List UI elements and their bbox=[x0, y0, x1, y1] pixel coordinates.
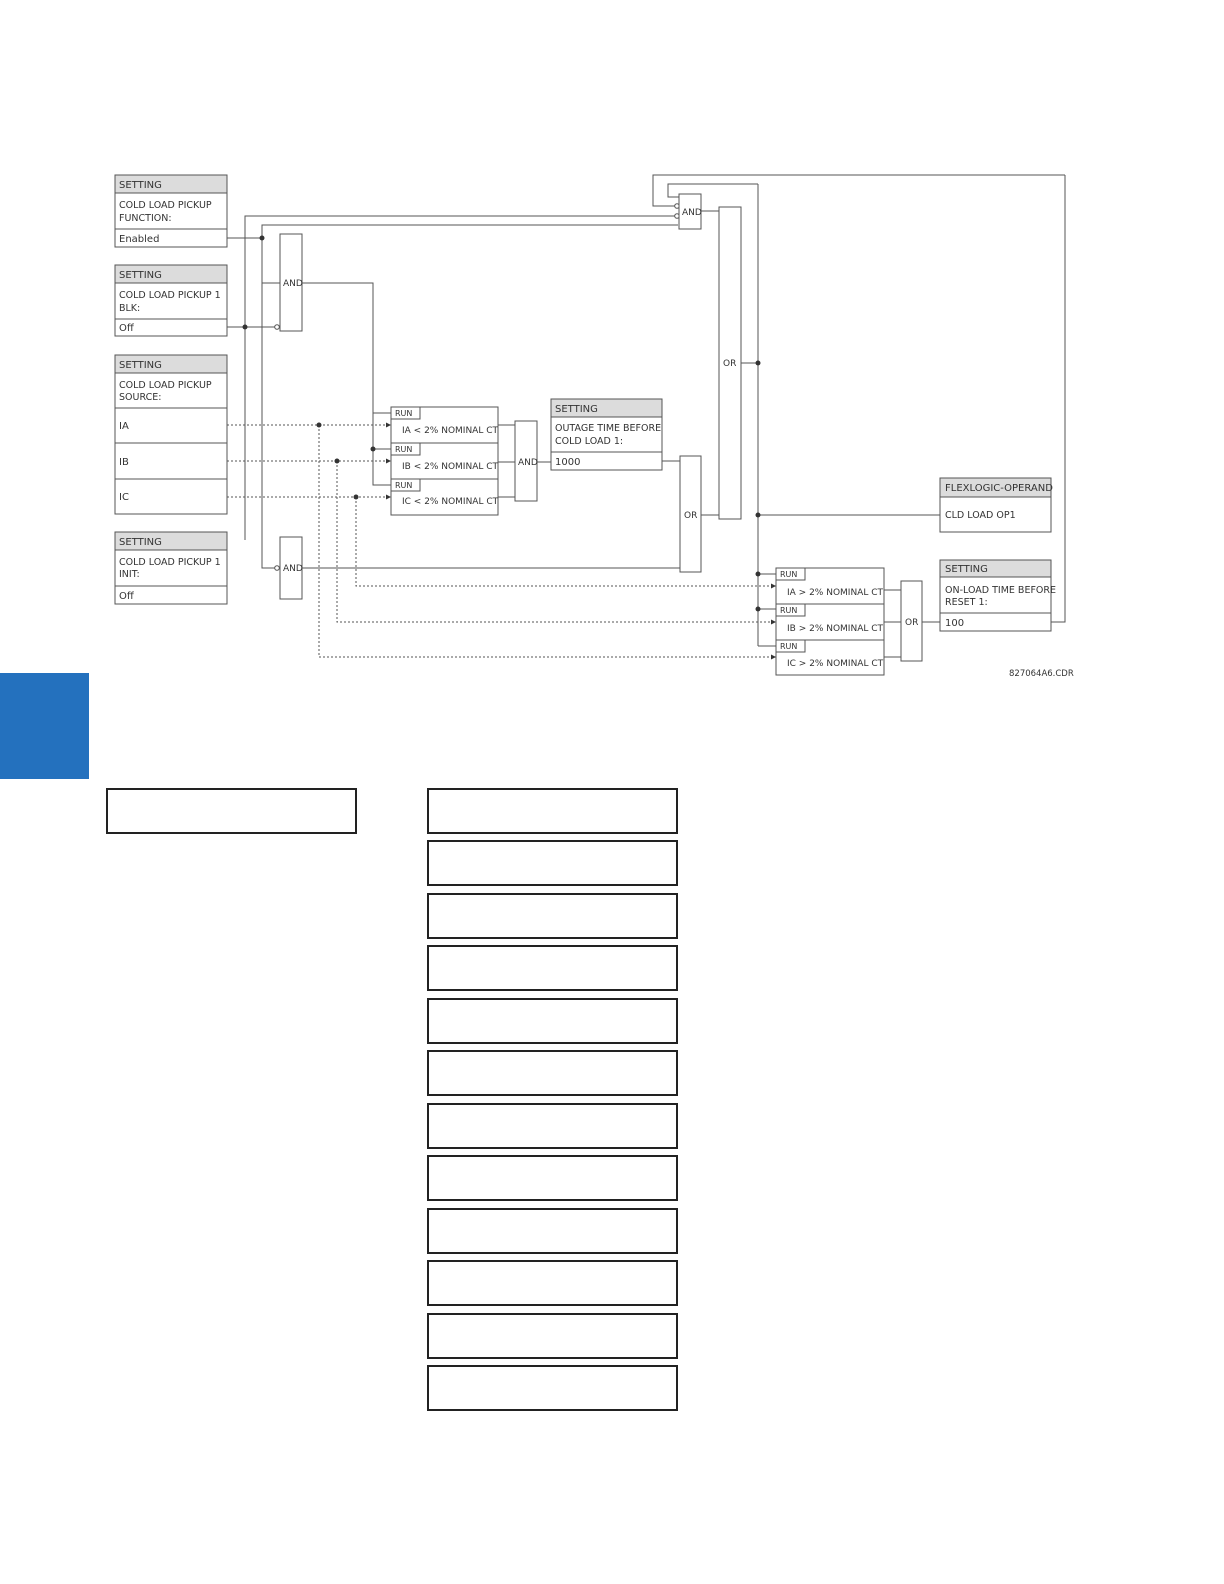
and-gate-init: AND bbox=[279, 536, 303, 600]
outline-box bbox=[427, 1365, 678, 1411]
setting-block-blk: SETTING COLD LOAD PICKUP 1 BLK: Off bbox=[114, 264, 228, 337]
comparator-label: IC > 2% NOMINAL CT bbox=[787, 659, 884, 669]
outline-box bbox=[427, 1050, 678, 1096]
gate-label: OR bbox=[905, 618, 918, 628]
outline-box bbox=[427, 1155, 678, 1201]
setting-header: SETTING bbox=[119, 270, 162, 281]
setting-name-line: RESET 1: bbox=[945, 597, 988, 608]
setting-name-line: OUTAGE TIME BEFORE bbox=[555, 423, 661, 434]
left-outline-box bbox=[106, 788, 357, 834]
outline-box bbox=[427, 840, 678, 886]
gate-label: OR bbox=[723, 359, 736, 369]
comparator-ia-low: RUN IA < 2% NOMINAL CT bbox=[390, 406, 499, 444]
comparator-ic-low: RUN IC < 2% NOMINAL CT bbox=[390, 478, 499, 516]
setting-header: SETTING bbox=[119, 180, 162, 191]
chapter-tab bbox=[0, 673, 89, 779]
drawing-id: 827064A6.CDR bbox=[1009, 669, 1074, 679]
comparator-ib-low: RUN IB < 2% NOMINAL CT bbox=[390, 442, 499, 480]
inversion-bubbles bbox=[274, 203, 680, 571]
logic-diagram: SETTING COLD LOAD PICKUP FUNCTION: Enabl… bbox=[114, 174, 1074, 679]
gate-label: AND bbox=[518, 458, 538, 468]
outline-box bbox=[427, 1313, 678, 1359]
setting-block-init: SETTING COLD LOAD PICKUP 1 INIT: Off bbox=[114, 531, 228, 605]
setting-value: Enabled bbox=[119, 234, 159, 245]
flexlogic-operand-block: FLEXLOGIC-OPERAND CLD LOAD OP1 bbox=[939, 477, 1053, 533]
run-label: RUN bbox=[780, 570, 797, 579]
dashed-wires bbox=[227, 424, 776, 658]
source-value-ib: IB bbox=[119, 457, 129, 468]
operand-value: CLD LOAD OP1 bbox=[945, 510, 1016, 521]
setting-name-line: FUNCTION: bbox=[119, 213, 172, 224]
setting-name-line: COLD LOAD PICKUP bbox=[119, 200, 212, 211]
setting-value: Off bbox=[119, 591, 135, 602]
setting-name-line: ON-LOAD TIME BEFORE bbox=[945, 585, 1056, 596]
comparator-ia-high: RUN IA > 2% NOMINAL CT bbox=[775, 567, 885, 605]
setting-block-outage-timer: SETTING OUTAGE TIME BEFORE COLD LOAD 1: … bbox=[550, 398, 663, 471]
setting-name-line: COLD LOAD PICKUP bbox=[119, 380, 212, 391]
outline-box bbox=[427, 945, 678, 991]
and-gate-top: AND bbox=[678, 193, 702, 230]
setting-header: SETTING bbox=[119, 537, 162, 548]
comparator-label: IB < 2% NOMINAL CT bbox=[402, 462, 499, 472]
comparator-label: IB > 2% NOMINAL CT bbox=[787, 624, 884, 634]
run-label: RUN bbox=[780, 642, 797, 651]
run-label: RUN bbox=[395, 445, 412, 454]
setting-name-line: COLD LOAD PICKUP 1 bbox=[119, 557, 221, 568]
gate-label: AND bbox=[283, 279, 303, 289]
arrowheads bbox=[386, 422, 776, 660]
outline-box bbox=[427, 1260, 678, 1306]
outline-box bbox=[427, 893, 678, 939]
setting-name-line: INIT: bbox=[119, 569, 140, 580]
setting-header: SETTING bbox=[555, 404, 598, 415]
comparator-label: IA > 2% NOMINAL CT bbox=[787, 588, 883, 598]
or-gate-main: OR bbox=[718, 206, 742, 520]
setting-block-onload-timer: SETTING ON-LOAD TIME BEFORE RESET 1: 100 bbox=[939, 559, 1056, 632]
outline-box bbox=[427, 1208, 678, 1254]
comparator-ib-high: RUN IB > 2% NOMINAL CT bbox=[775, 603, 885, 641]
source-value-ic: IC bbox=[119, 492, 129, 503]
outline-box bbox=[427, 1103, 678, 1149]
outline-box bbox=[427, 788, 678, 834]
setting-block-source: SETTING COLD LOAD PICKUP SOURCE: IA IB I… bbox=[114, 354, 228, 515]
junctions bbox=[242, 235, 761, 612]
gate-label: AND bbox=[283, 564, 303, 574]
setting-block-function: SETTING COLD LOAD PICKUP FUNCTION: Enabl… bbox=[114, 174, 228, 248]
or-gate-outage: OR bbox=[679, 455, 702, 573]
gate-label: AND bbox=[682, 208, 702, 218]
setting-header: SETTING bbox=[945, 564, 988, 575]
comparator-ic-high: RUN IC > 2% NOMINAL CT bbox=[775, 639, 885, 676]
gate-label: OR bbox=[684, 511, 697, 521]
comparator-label: IA < 2% NOMINAL CT bbox=[402, 426, 498, 436]
setting-name-line: BLK: bbox=[119, 303, 140, 314]
outline-box bbox=[427, 998, 678, 1044]
and-gate-low-current: AND bbox=[514, 420, 538, 502]
or-gate-high-current: OR bbox=[900, 580, 923, 662]
comparator-label: IC < 2% NOMINAL CT bbox=[402, 497, 499, 507]
run-label: RUN bbox=[780, 606, 797, 615]
run-label: RUN bbox=[395, 409, 412, 418]
setting-name-line: SOURCE: bbox=[119, 392, 161, 403]
setting-value: 1000 bbox=[555, 457, 580, 468]
setting-header: SETTING bbox=[119, 360, 162, 371]
setting-value: Off bbox=[119, 323, 135, 334]
run-label: RUN bbox=[395, 481, 412, 490]
source-value-ia: IA bbox=[119, 421, 129, 432]
setting-name-line: COLD LOAD 1: bbox=[555, 436, 623, 447]
and-gate-blk: AND bbox=[279, 233, 303, 332]
setting-value: 100 bbox=[945, 618, 964, 629]
operand-header: FLEXLOGIC-OPERAND bbox=[945, 483, 1053, 494]
setting-name-line: COLD LOAD PICKUP 1 bbox=[119, 290, 221, 301]
